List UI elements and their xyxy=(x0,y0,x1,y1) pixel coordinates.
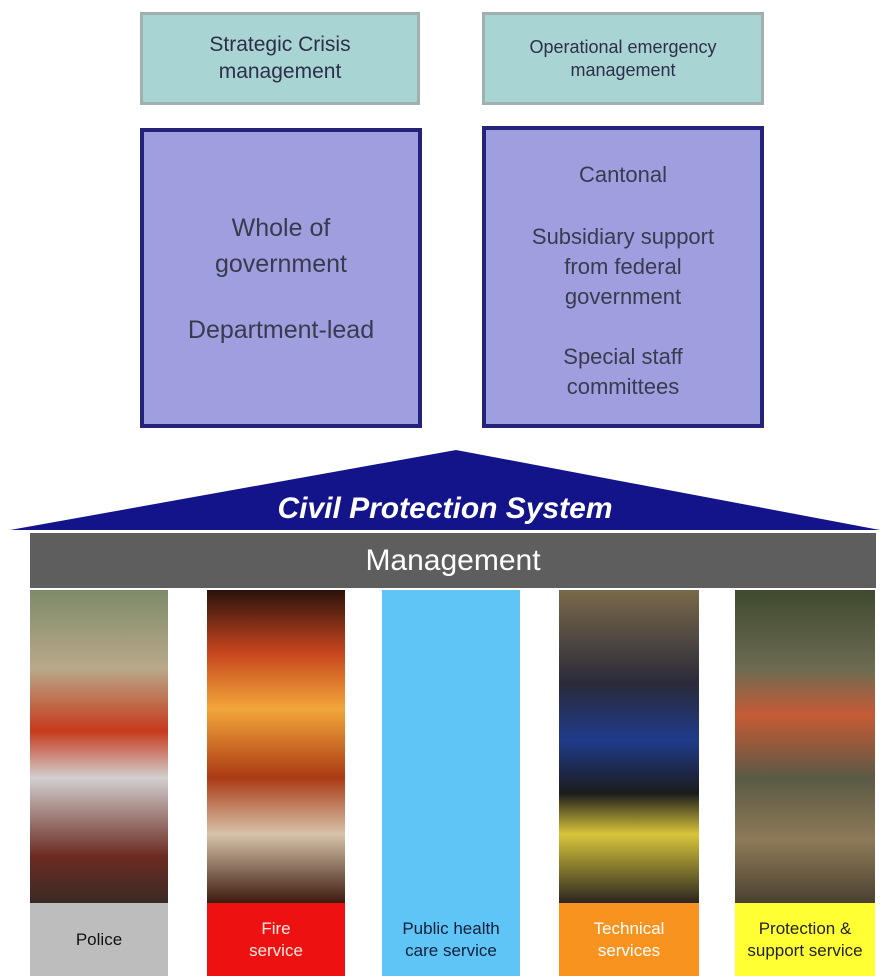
technical-services-photo xyxy=(559,590,699,903)
strategic-text-group: Whole of government xyxy=(144,210,418,282)
pillar-public-health: Public health care service xyxy=(382,590,520,976)
strategic-line-government: government xyxy=(214,250,348,278)
operational-line-federal: from federal xyxy=(564,254,682,279)
police-label: Police xyxy=(30,903,168,976)
pillar-technical-services: Technical services xyxy=(559,590,699,976)
operational-header-line2: management xyxy=(570,59,676,80)
operational-emergency-header: Operational emergency management xyxy=(482,12,764,105)
operational-emergency-box: Cantonal Subsidiary support from federal… xyxy=(482,126,764,428)
operational-line-government: government xyxy=(564,284,682,309)
prot-label-line1: Protection & xyxy=(758,919,852,939)
public-health-panel xyxy=(382,590,520,903)
strategic-crisis-header: Strategic Crisis management xyxy=(140,12,420,105)
operational-line-committees: committees xyxy=(566,374,680,399)
operational-line-subsidiary: Subsidiary support xyxy=(531,224,715,249)
civil-protection-title: Civil Protection System xyxy=(277,492,613,525)
public-health-label: Public health care service xyxy=(382,903,520,976)
operational-header-line1: Operational emergency xyxy=(529,37,717,57)
protection-support-label: Protection & support service xyxy=(735,903,875,976)
strategic-line-whole-of: Whole of xyxy=(231,214,331,242)
prot-label-line2: support service xyxy=(747,940,863,960)
roof-triangle xyxy=(10,450,880,530)
pillar-protection-support: Protection & support service xyxy=(735,590,875,976)
health-label-line1: Public health xyxy=(402,919,500,939)
protection-support-photo xyxy=(735,590,875,903)
management-bar: Management xyxy=(30,533,876,588)
fire-service-label: Fire service xyxy=(207,903,345,976)
strategic-crisis-box: Whole of government Department-lead xyxy=(140,128,422,428)
strategic-header-line1: Strategic Crisis xyxy=(209,33,351,57)
strategic-header-line2: management xyxy=(218,59,342,83)
operational-line-cantonal: Cantonal xyxy=(578,162,668,187)
strategic-line-department-lead: Department-lead xyxy=(187,316,375,344)
fire-service-photo xyxy=(207,590,345,903)
operational-subsidiary-group: Subsidiary support from federal governme… xyxy=(486,222,760,312)
pillar-fire-service: Fire service xyxy=(207,590,345,976)
civil-protection-roof xyxy=(10,450,880,530)
technical-services-label: Technical services xyxy=(559,903,699,976)
health-label-line2: care service xyxy=(405,940,497,960)
operational-staff-group: Special staff committees xyxy=(486,342,760,402)
management-label: Management xyxy=(365,543,541,577)
fire-label-line2: service xyxy=(249,940,303,960)
tech-label-line2: services xyxy=(597,940,661,960)
tech-label-line1: Technical xyxy=(593,919,665,939)
police-photo xyxy=(30,590,168,903)
fire-label-line1: Fire xyxy=(261,919,291,939)
police-label-line1: Police xyxy=(75,929,123,949)
pillar-police: Police xyxy=(30,590,168,976)
operational-line-special-staff: Special staff xyxy=(563,344,683,369)
